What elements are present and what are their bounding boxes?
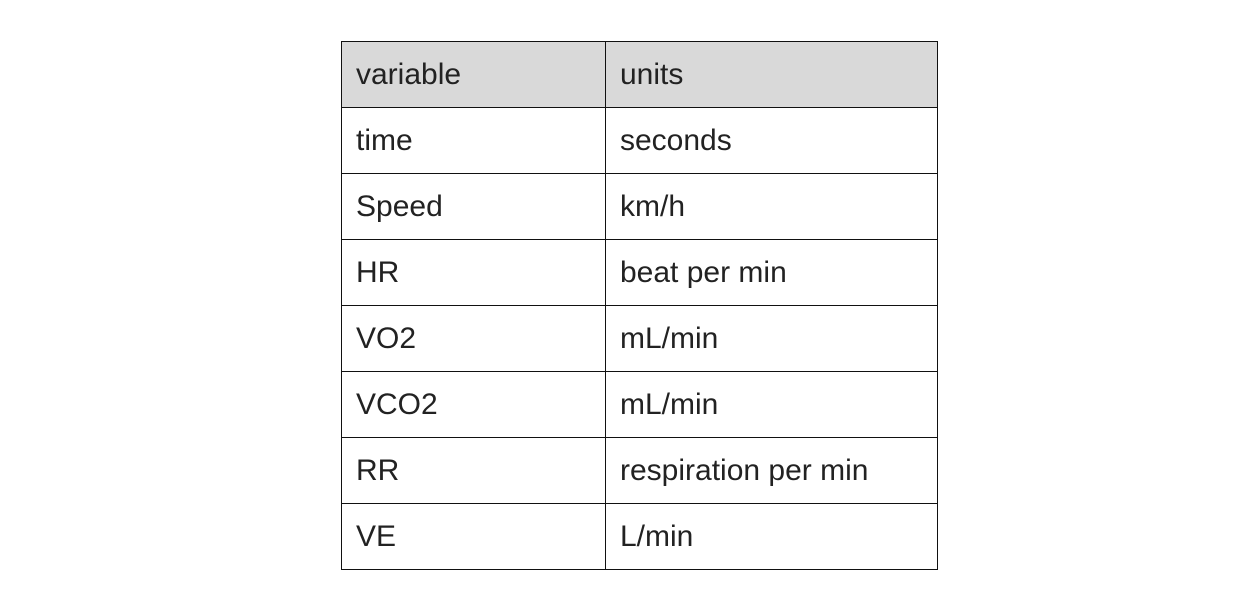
units-cell: seconds bbox=[605, 107, 938, 174]
table-row: Speed km/h bbox=[341, 173, 938, 240]
variable-cell: VE bbox=[341, 503, 606, 570]
table-body: time seconds Speed km/h HR beat per min … bbox=[341, 107, 938, 570]
variables-table: variable units time seconds Speed km/h H… bbox=[341, 41, 938, 570]
table-row: VO2 mL/min bbox=[341, 305, 938, 372]
units-cell: L/min bbox=[605, 503, 938, 570]
header-row: variable units bbox=[341, 41, 938, 108]
table-header: variable units bbox=[341, 41, 938, 108]
variable-cell: time bbox=[341, 107, 606, 174]
table-row: RR respiration per min bbox=[341, 437, 938, 504]
table-row: time seconds bbox=[341, 107, 938, 174]
table-row: VCO2 mL/min bbox=[341, 371, 938, 438]
variable-cell: RR bbox=[341, 437, 606, 504]
table-row: HR beat per min bbox=[341, 239, 938, 306]
units-cell: mL/min bbox=[605, 305, 938, 372]
variable-cell: HR bbox=[341, 239, 606, 306]
table-row: VE L/min bbox=[341, 503, 938, 570]
variable-cell: VO2 bbox=[341, 305, 606, 372]
variable-cell: VCO2 bbox=[341, 371, 606, 438]
header-cell-units: units bbox=[605, 41, 938, 108]
units-cell: respiration per min bbox=[605, 437, 938, 504]
units-cell: mL/min bbox=[605, 371, 938, 438]
variable-cell: Speed bbox=[341, 173, 606, 240]
header-cell-variable: variable bbox=[341, 41, 606, 108]
units-cell: km/h bbox=[605, 173, 938, 240]
units-cell: beat per min bbox=[605, 239, 938, 306]
